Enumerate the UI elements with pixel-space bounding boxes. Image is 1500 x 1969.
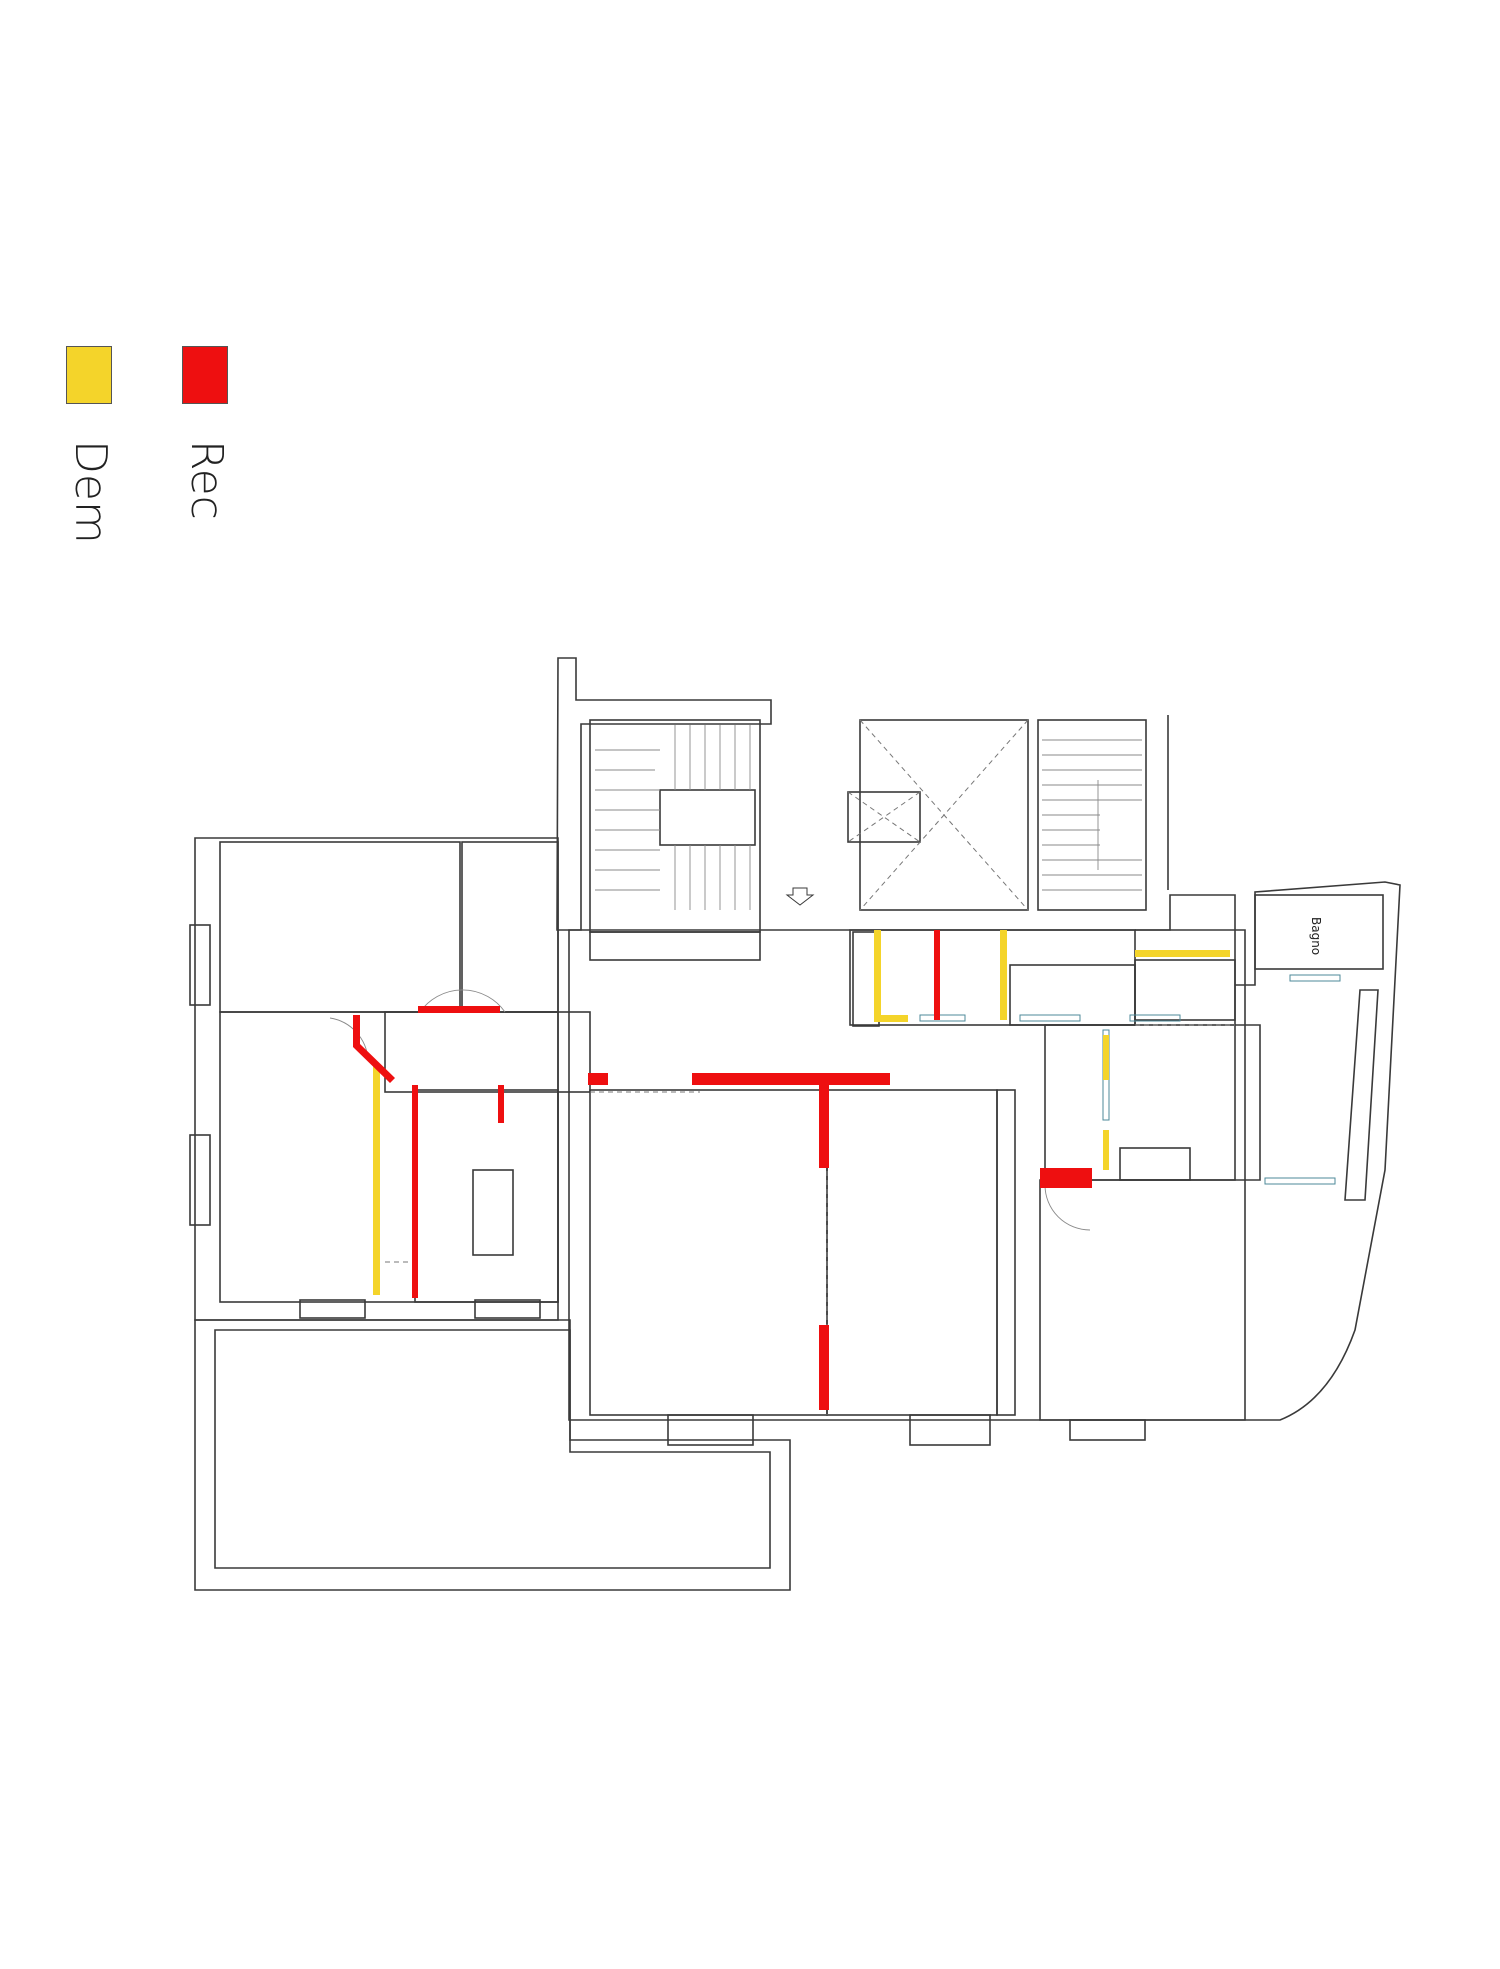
plan-line bbox=[1289, 974, 1341, 982]
outer-wall-right bbox=[568, 929, 1246, 1421]
elevator-shaft bbox=[859, 719, 1029, 911]
plan-line bbox=[847, 791, 921, 843]
plan-line bbox=[996, 1089, 1016, 1416]
plan-line bbox=[189, 924, 211, 1006]
rec-wall bbox=[1040, 1168, 1092, 1188]
plan-line bbox=[847, 791, 921, 843]
terrace-outer bbox=[194, 1319, 791, 1591]
plan-line bbox=[659, 789, 756, 846]
rec-wall bbox=[934, 930, 940, 1020]
room-left bbox=[219, 1011, 559, 1303]
plan-line bbox=[667, 1414, 754, 1446]
plan-line bbox=[419, 989, 506, 1013]
stairwell-right bbox=[1037, 719, 1147, 911]
room-label-bathroom: Bagno bbox=[1309, 917, 1323, 955]
table bbox=[472, 1169, 514, 1256]
rec-wall bbox=[498, 1085, 504, 1123]
plan-line bbox=[859, 719, 1029, 911]
dem-wall bbox=[1103, 1130, 1109, 1170]
stairwell-left bbox=[589, 719, 761, 933]
rec-wall bbox=[412, 1085, 418, 1298]
plan-line bbox=[299, 1299, 366, 1319]
hall-top-strip bbox=[589, 931, 761, 961]
plan-line bbox=[474, 1299, 541, 1319]
room-inner bbox=[414, 1089, 559, 1303]
plan-line bbox=[1129, 1014, 1181, 1022]
dem-wall bbox=[1000, 930, 1007, 1020]
rec-wall bbox=[353, 1015, 395, 1083]
reconstruction-walls bbox=[353, 930, 1092, 1410]
plan-line bbox=[909, 1414, 991, 1446]
stair-treads bbox=[595, 725, 1142, 910]
fixtures bbox=[919, 974, 1341, 1185]
plan-line bbox=[1069, 1419, 1146, 1441]
right-wing-outline bbox=[1039, 881, 1401, 1421]
plan-line bbox=[1044, 1024, 1236, 1181]
plan-line bbox=[1134, 959, 1236, 1021]
plan-line bbox=[1119, 1147, 1191, 1181]
corridor bbox=[384, 1011, 591, 1093]
dem-wall bbox=[874, 930, 881, 1020]
walls-and-outlines bbox=[189, 657, 1401, 1591]
dem-wall bbox=[874, 1015, 908, 1022]
room-top-mid bbox=[461, 841, 559, 1013]
outer-wall bbox=[556, 657, 772, 931]
plan-line bbox=[847, 791, 921, 843]
room-top-left bbox=[219, 841, 461, 1013]
room-center-right bbox=[826, 1089, 998, 1416]
legend-swatch-demolition bbox=[66, 346, 112, 404]
rec-wall bbox=[418, 1006, 500, 1013]
plan-line bbox=[1344, 989, 1379, 1201]
plan-line bbox=[1264, 1177, 1336, 1185]
terrace-inner bbox=[214, 1329, 771, 1569]
dem-wall bbox=[1103, 1035, 1109, 1080]
entrance-arrow-icon bbox=[785, 887, 815, 906]
dem-wall bbox=[1135, 950, 1230, 957]
dem-wall bbox=[373, 1065, 380, 1295]
plan-line bbox=[1019, 1014, 1081, 1022]
rec-wall bbox=[588, 1073, 608, 1085]
legend-swatch-reconstruction bbox=[182, 346, 228, 404]
plan-line bbox=[849, 929, 1136, 1026]
plan-line bbox=[919, 1014, 966, 1022]
plan-line bbox=[1009, 964, 1136, 1026]
plan-line bbox=[189, 1134, 211, 1226]
rec-wall bbox=[819, 1325, 829, 1410]
room-center-left bbox=[589, 1089, 828, 1416]
bathroom bbox=[1254, 894, 1384, 970]
rec-wall bbox=[692, 1073, 890, 1085]
plan-line bbox=[1044, 1184, 1091, 1231]
rec-wall bbox=[819, 1085, 829, 1168]
door-swings bbox=[329, 989, 1091, 1231]
demolition-walls bbox=[373, 930, 1230, 1295]
